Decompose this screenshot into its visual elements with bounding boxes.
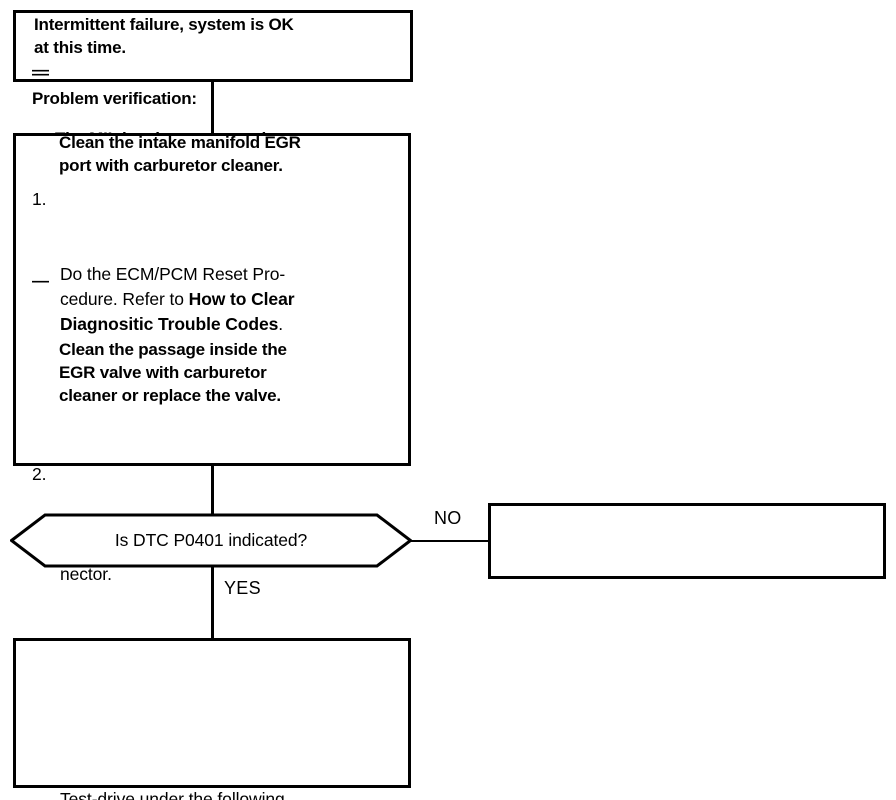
numbered-step-1: 1. Do the ECM/PCM Reset Pro- cedure. Ref… [32, 187, 384, 387]
connector-yes-branch [211, 566, 214, 638]
step-text-emphasis: How to Clear Diagnositic Trouble Codes [60, 289, 295, 334]
symptom-box [13, 10, 413, 82]
step-number: 2. [32, 464, 47, 484]
branch-label-yes: YES [224, 578, 261, 598]
repair-action-box [13, 638, 411, 788]
problem-verification-box [13, 133, 411, 466]
verification-heading: Problem verification: [32, 89, 197, 108]
decision-question: Is DTC P0401 indicated? [114, 530, 308, 550]
em-dash-bullet: — [32, 271, 49, 290]
decision-hexagon [10, 513, 412, 568]
list-item: — Clean the intake manifold EGR port wit… [32, 62, 384, 223]
list-item: — Clean the passage inside the EGR valve… [32, 269, 384, 453]
step-text-tail: . [278, 314, 283, 334]
em-dash-bullet: — [32, 60, 49, 79]
repair-action-list: — Clean the intake manifold EGR port wit… [32, 16, 384, 499]
em-dash-bullet: — [32, 64, 49, 83]
step-text: Do the ECM/PCM Reset Pro- cedure. Refer … [60, 262, 384, 337]
repair-item-text: Clean the intake manifold EGR port with … [59, 133, 301, 175]
step-text-plain: Do the ECM/PCM Reset Pro- cedure. Refer … [60, 264, 286, 309]
step-number: 1. [32, 189, 47, 209]
step-text: Test-drive under the following condition… [60, 789, 285, 800]
intermittent-failure-text: Intermittent failure, system is OK at th… [34, 15, 294, 57]
branch-label-no: NO [434, 508, 462, 528]
connector-symptom-to-verification [211, 82, 214, 133]
intermittent-failure-box [488, 503, 886, 579]
repair-item-text: Clean the passage inside the EGR valve w… [59, 340, 287, 405]
connector-verification-to-decision [211, 466, 214, 515]
connector-no-branch [411, 540, 488, 542]
